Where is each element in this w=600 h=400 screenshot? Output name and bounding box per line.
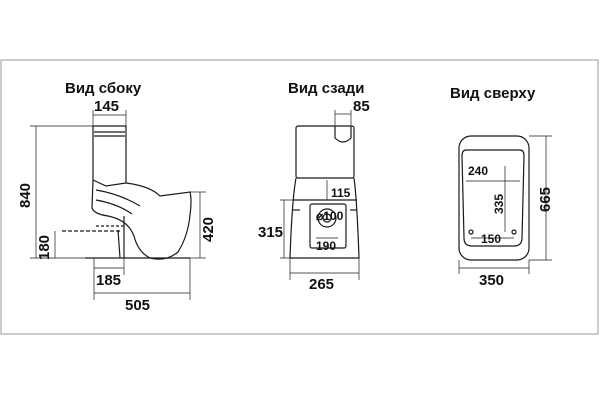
- top-seat-length-dim: 335: [492, 193, 506, 214]
- back-inlet-height-dim: 115: [331, 186, 351, 200]
- back-hole-diameter-dim: ⌀100: [316, 209, 344, 223]
- side-depth-dim: 505: [125, 297, 151, 314]
- top-bolt-spacing-dim: 150: [481, 232, 502, 246]
- top-seat-width-dim: 240: [468, 164, 489, 178]
- back-view-title: Вид сзади: [288, 80, 365, 97]
- top-view: [458, 135, 530, 261]
- top-length-dim: 665: [537, 186, 554, 212]
- side-view-dimensions: [30, 110, 206, 300]
- side-view-title: Вид сбоку: [65, 80, 142, 97]
- top-view-dimensions: [458, 135, 552, 274]
- back-base-height-dim: 315: [258, 224, 284, 241]
- back-top-hole-dim: 85: [353, 98, 370, 115]
- side-top-width-dim: 145: [94, 98, 120, 115]
- back-hole-spacing-dim: 190: [316, 239, 337, 253]
- back-view: [289, 125, 360, 259]
- side-bowl-height-dim: 420: [200, 216, 217, 242]
- side-outlet-offset-dim: 185: [96, 272, 122, 289]
- top-view-title: Вид сверху: [450, 85, 536, 102]
- side-view: [62, 125, 192, 260]
- side-outlet-height-dim: 180: [36, 234, 53, 260]
- drawing-frame: [0, 59, 599, 335]
- back-width-dim: 265: [309, 276, 335, 293]
- back-view-dimensions: [280, 110, 360, 280]
- side-height-total-dim: 840: [17, 182, 34, 208]
- top-width-dim: 350: [479, 272, 505, 289]
